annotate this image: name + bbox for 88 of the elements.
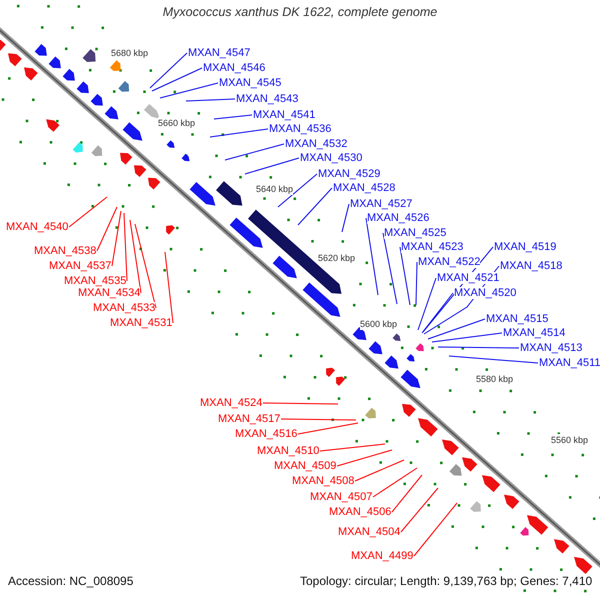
gene-label: MXAN_4530 bbox=[300, 152, 362, 164]
gene-label: MXAN_4532 bbox=[285, 138, 348, 150]
leader-line bbox=[416, 262, 418, 306]
leader-line bbox=[298, 188, 332, 226]
gene-label: MXAN_4509 bbox=[274, 460, 336, 472]
gene-label: MXAN_4510 bbox=[257, 445, 320, 457]
gene-label: MXAN_4523 bbox=[401, 241, 464, 253]
leader-line bbox=[418, 278, 436, 330]
gene-label: MXAN_4504 bbox=[338, 526, 400, 538]
leader-line bbox=[366, 218, 378, 296]
leader-line bbox=[96, 206, 118, 252]
scale-label: 5620 kbp bbox=[318, 252, 356, 264]
gene-label: MXAN_4513 bbox=[520, 342, 582, 354]
gene-label: MXAN_4524 bbox=[200, 397, 262, 409]
leader-line bbox=[152, 68, 202, 92]
scale-label: 5660 kbp bbox=[158, 117, 196, 129]
leader-line bbox=[342, 204, 350, 232]
gene-label: MXAN_4525 bbox=[384, 227, 446, 239]
leader-line bbox=[186, 98, 236, 102]
gene-label: MXAN_4543 bbox=[236, 93, 298, 105]
leader-line bbox=[244, 158, 300, 174]
gene-label: MXAN_4546 bbox=[203, 62, 266, 74]
title: Myxococcus xanthus DK 1622, complete genome bbox=[162, 6, 438, 18]
gene-label: MXAN_4514 bbox=[503, 327, 566, 339]
gene-label: MXAN_4508 bbox=[292, 475, 354, 487]
leader-line bbox=[448, 356, 538, 364]
leader-line bbox=[354, 460, 404, 482]
leader-line bbox=[400, 246, 410, 306]
leader-line bbox=[432, 332, 502, 342]
genome-stats-text: Topology: circular; Length: 9,139,763 bp; Genes: 7,410 bbox=[300, 575, 592, 587]
leader-line bbox=[160, 82, 218, 98]
gene-label: MXAN_4547 bbox=[188, 47, 250, 59]
gene-label: MXAN_4515 bbox=[486, 313, 548, 325]
leader-line bbox=[112, 210, 122, 266]
leader-line bbox=[422, 292, 454, 334]
gene-label: MXAN_4522 bbox=[418, 256, 480, 268]
gene-label: MXAN_4520 bbox=[454, 287, 516, 299]
scale-label: 5680 kbp bbox=[111, 47, 148, 59]
leader-line bbox=[392, 474, 422, 512]
gene-label: MXAN_4499 bbox=[351, 550, 414, 562]
scale-label: 5580 kbp bbox=[476, 373, 514, 385]
gene-label: MXAN_4529 bbox=[318, 168, 380, 180]
leader-line bbox=[68, 196, 108, 228]
gene-label: MXAN_4527 bbox=[350, 198, 412, 210]
leader-line bbox=[278, 174, 318, 208]
gene-label: MXAN_4538 bbox=[34, 245, 96, 257]
leader-line bbox=[438, 346, 520, 348]
leader-line bbox=[382, 232, 398, 304]
gene-label: MXAN_4517 bbox=[218, 413, 280, 425]
leader-line bbox=[130, 220, 142, 294]
gene-label: MXAN_4545 bbox=[219, 77, 282, 89]
gene-label: MXAN_4519 bbox=[494, 241, 556, 253]
leader-line bbox=[320, 444, 386, 452]
gene-label: MXAN_4533 bbox=[93, 302, 156, 314]
leader-line bbox=[262, 402, 338, 404]
gene-label: MXAN_4537 bbox=[49, 260, 112, 272]
gene-label: MXAN_4507 bbox=[310, 491, 372, 503]
leader-line bbox=[414, 502, 458, 556]
gene-label: MXAN_4516 bbox=[235, 428, 298, 440]
gene-label: MXAN_4526 bbox=[367, 212, 430, 224]
gene-label: MXAN_4511 bbox=[539, 357, 600, 369]
leader-line bbox=[336, 450, 392, 466]
gene-label: MXAN_4521 bbox=[437, 272, 500, 284]
leader-line bbox=[150, 52, 188, 88]
gene-label: MXAN_4531 bbox=[110, 317, 172, 329]
gene-label: MXAN_4541 bbox=[253, 109, 316, 121]
leader-line bbox=[164, 252, 174, 324]
gene-label: MXAN_4518 bbox=[500, 260, 562, 272]
leader-line bbox=[280, 418, 356, 420]
gene-label: MXAN_4528 bbox=[333, 182, 396, 194]
leader-line bbox=[400, 488, 438, 532]
gene-label: MXAN_4536 bbox=[269, 123, 332, 135]
scale-label: 5640 kbp bbox=[256, 183, 294, 195]
gene-label: MXAN_4535 bbox=[64, 275, 126, 287]
leader-line bbox=[134, 224, 156, 308]
leader-line bbox=[372, 468, 418, 498]
leader-line bbox=[210, 128, 268, 138]
gene-label: MXAN_4540 bbox=[6, 221, 68, 233]
leader-line bbox=[298, 422, 358, 434]
scale-label: 5600 kbp bbox=[360, 318, 398, 330]
accession-text: Accession: NC_008095 bbox=[8, 575, 134, 587]
gene-label: MXAN_4534 bbox=[78, 287, 140, 299]
scale-label: 5560 kbp bbox=[551, 434, 588, 446]
leader-line bbox=[214, 114, 252, 120]
leader-line bbox=[124, 212, 128, 282]
gene-label: MXAN_4506 bbox=[329, 506, 392, 518]
leader-line bbox=[224, 144, 284, 160]
leader-line bbox=[428, 318, 486, 340]
